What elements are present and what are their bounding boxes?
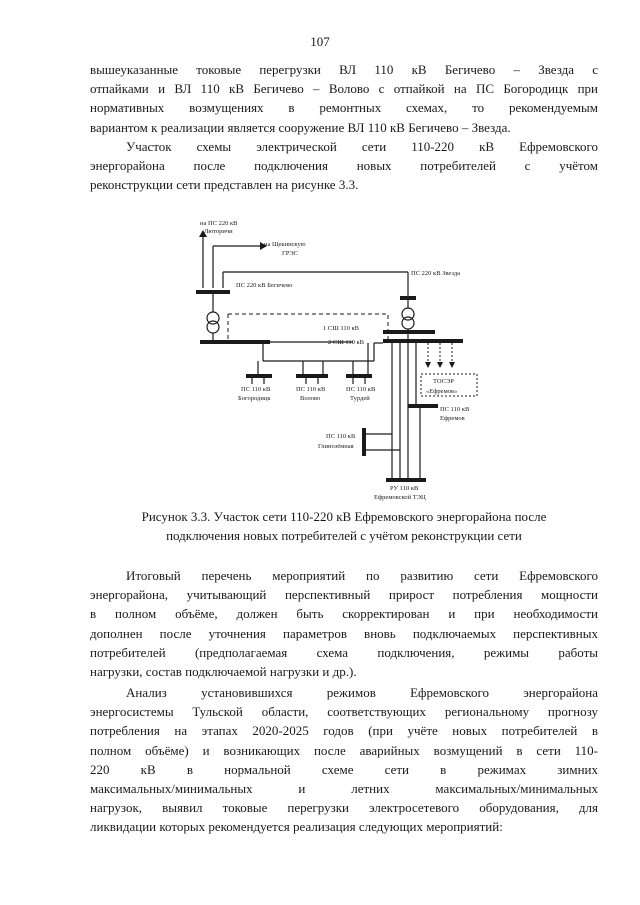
text-line: Анализ установившихся режимов Ефремовско… — [126, 685, 598, 700]
bus-2-110 — [383, 339, 463, 343]
text-line: максимальных/минимальных и летних максим… — [90, 780, 598, 796]
label-liutorichi-2: Люторичи — [204, 228, 233, 235]
arrow-down-icon — [449, 362, 455, 368]
text-line: отпайками и ВЛ 110 кВ Бегичево – Волово … — [90, 81, 598, 97]
caption-line: Рисунок 3.3. Участок сети 110-220 кВ Ефр… — [141, 509, 547, 524]
text-line: потребления на этапах 2020-2025 годов (п… — [90, 723, 598, 739]
label-bus1: 1 СШ 110 кВ — [323, 325, 360, 332]
bus-begichevo-110 — [200, 340, 270, 344]
page-number: 107 — [310, 34, 330, 49]
ps-volovo-2: Волово — [300, 395, 320, 402]
bus-1-110 — [383, 330, 435, 334]
network-diagram: на ПС 220 кВ Люторичи на Щекинскую ГРЭС … — [196, 220, 478, 501]
ru-2: Ефремовской ТЭЦ — [374, 494, 426, 501]
text-line: вариантом к реализации является сооружен… — [90, 119, 511, 135]
ps-efremov-1: ПС 110 кВ — [440, 406, 470, 413]
text-line: нагрузки, состав подключаемой нагрузки и… — [90, 663, 357, 679]
arrow-up-icon — [199, 230, 207, 237]
text-line: нагрузок, выявил токовые перегрузки элек… — [90, 800, 598, 816]
label-begichevo: ПС 220 кВ Бегичево — [236, 282, 292, 289]
ps-bogoroditsk-1: ПС 110 кВ — [241, 386, 271, 393]
text-line: вышеуказанные токовые перегрузки ВЛ 110 … — [90, 62, 598, 77]
text-line: Участок схемы электрической сети 110-220… — [126, 139, 598, 154]
ps-bogoroditsk-2: Богородицк — [238, 395, 271, 402]
text-line: Итоговый перечень мероприятий по развити… — [126, 568, 598, 583]
text-line: в полном объёме, должен быть скорректиро… — [90, 606, 598, 622]
bus-efremov — [408, 404, 438, 408]
label-shchekino-1: на Щекинскую — [264, 241, 306, 248]
label-shchekino-2: ГРЭС — [282, 250, 298, 257]
dashed-new-line — [228, 313, 389, 340]
text-line: реконструкции сети представлен на рисунк… — [90, 177, 359, 193]
transformer-icon — [401, 316, 415, 330]
paragraph-1: вышеуказанные токовые перегрузки ВЛ 110 … — [90, 60, 598, 137]
bus-zvezda-220 — [400, 296, 416, 300]
paragraph-3: Итоговый перечень мероприятий по развити… — [90, 566, 598, 681]
text-line: энергорайона, учитывающий перспективный … — [90, 587, 598, 603]
ps-efremov-2: Ефремов — [440, 415, 465, 422]
arrow-right-icon — [260, 242, 267, 250]
bus-turdei — [346, 374, 372, 378]
ps-turdei-1: ПС 110 кВ — [346, 386, 376, 393]
ps-volovo-1: ПС 110 кВ — [296, 386, 326, 393]
transformer-icon — [206, 320, 220, 334]
paragraph-4: Анализ установившихся режимов Ефремовско… — [90, 683, 598, 837]
bus-begichevo-220 — [196, 290, 230, 294]
figure-caption: Рисунок 3.3. Участок сети 110-220 кВ Ефр… — [90, 507, 598, 545]
label-zvezda: ПС 220 кВ Звезда — [411, 270, 460, 277]
bus-bogoroditsk — [246, 374, 272, 378]
ps-turdei-2: Турдей — [350, 395, 370, 402]
text-line: полном объёме) и возникающих после авари… — [90, 742, 598, 758]
label-bus2: 2 СШ 110 кВ — [328, 339, 365, 346]
tosor-2: «Ефремов» — [426, 388, 457, 395]
ps-glinozemnaya-1: ПС 110 кВ — [326, 433, 356, 440]
text-line: 220 кВ в нормальной схеме сети в режимах… — [90, 761, 598, 777]
ps-glinozemnaya-2: Глинозёмная — [318, 443, 354, 450]
transformer-icon — [401, 307, 415, 321]
label-liutorichi-1: на ПС 220 кВ — [200, 220, 238, 227]
tosor-1: ТОСЭР — [433, 378, 454, 385]
text-line: дополнен после уточнения параметров внов… — [90, 625, 598, 641]
bus-volovo — [296, 374, 328, 378]
bus-ru-tec — [386, 478, 426, 482]
text-line: нормативных возмущениях в ремонтных схем… — [90, 100, 598, 116]
bus-glinozemnaya — [362, 428, 366, 456]
text-line: потребителей (предполагаемая схема подкл… — [90, 644, 598, 660]
tosor-box — [420, 373, 478, 397]
text-line: ликвидации которых рекомендуется реализа… — [90, 819, 503, 835]
text-line: энергорайона после подключения новых пот… — [90, 158, 598, 174]
text-line: энергосистемы Тульской области, соответс… — [90, 704, 598, 720]
transformer-icon — [206, 311, 220, 325]
paragraph-2: Участок схемы электрической сети 110-220… — [90, 137, 598, 195]
arrow-down-icon — [437, 362, 443, 368]
caption-line: подключения новых потребителей с учётом … — [166, 528, 522, 544]
ru-1: РУ 110 кВ — [390, 485, 419, 492]
arrow-down-icon — [425, 362, 431, 368]
